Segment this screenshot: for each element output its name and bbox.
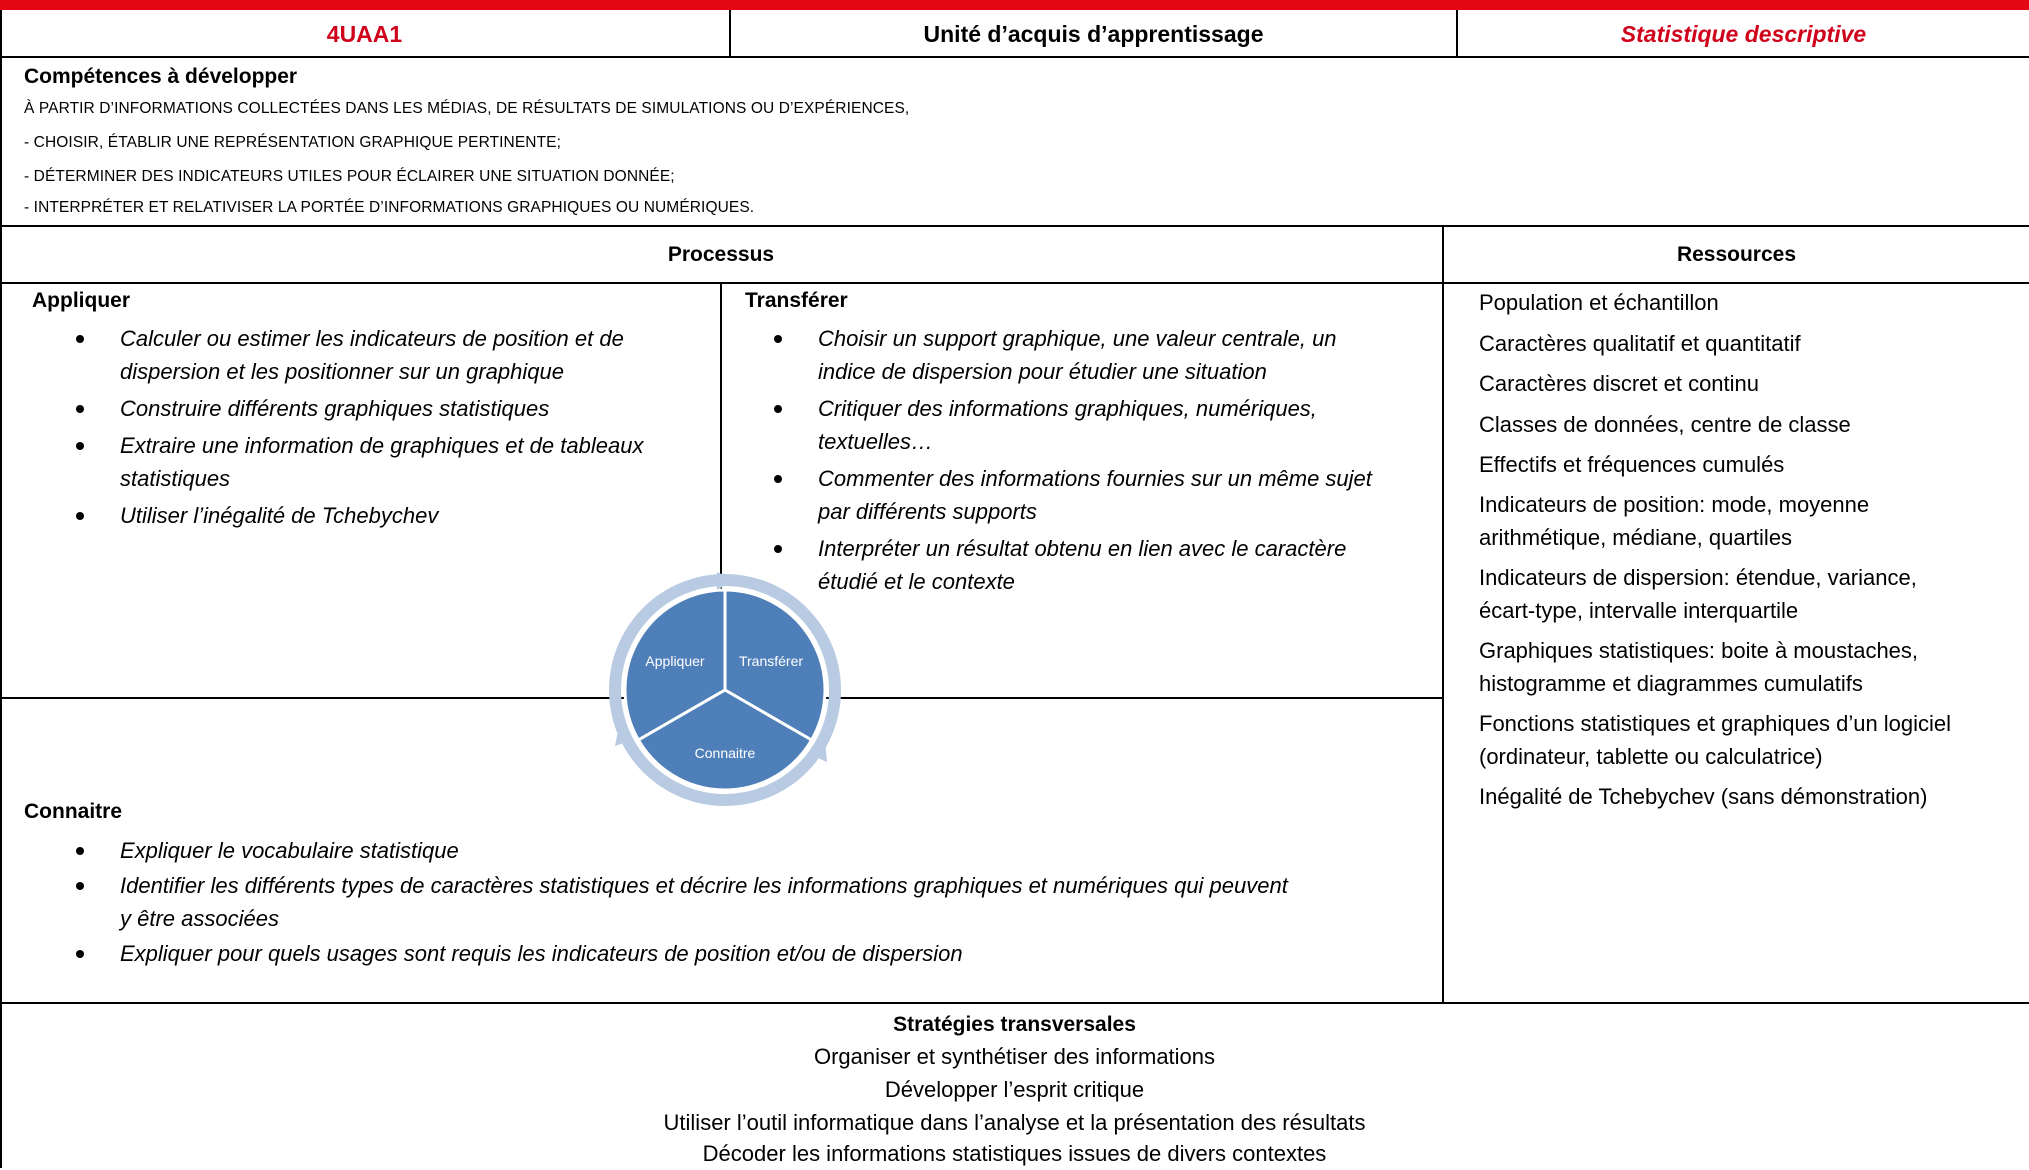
- uaa-code: 4UAA1: [326, 20, 403, 47]
- competence-line: À PARTIR D’INFORMATIONS COLLECTÉES DANS …: [24, 100, 910, 117]
- appliquer-title: Appliquer: [32, 289, 130, 312]
- transferer-title: Transférer: [745, 289, 848, 312]
- list-item: Critiquer des informations graphiques, n…: [774, 392, 1438, 458]
- competence-line: - DÉTERMINER DES INDICATEURS UTILES POUR…: [24, 168, 675, 185]
- ressource-item: Fonctions statistiques et graphiques d’u…: [1479, 711, 1952, 769]
- list-item: Construire différents graphiques statist…: [76, 392, 710, 425]
- list-item: Calculer ou estimer les indicateurs de p…: [76, 322, 710, 388]
- bullet-icon: [76, 847, 84, 855]
- ressources-title: Ressources: [1676, 243, 1797, 266]
- cycle-label-transferer: Transférer: [739, 653, 803, 669]
- strategy-line: Utiliser l’outil informatique dans l’ana…: [663, 1110, 1366, 1135]
- processus-title: Processus: [667, 243, 775, 266]
- strategies-title: Stratégies transversales: [893, 1013, 1136, 1036]
- cycle-label-connaitre: Connaitre: [695, 745, 756, 761]
- transferer-list: Choisir un support graphique, une valeur…: [774, 322, 1438, 598]
- bullet-icon: [76, 405, 84, 413]
- processus-ressources-divider: [1442, 225, 1444, 1004]
- bullet-icon: [76, 882, 84, 890]
- ressource-item: Classes de données, centre de classe: [1479, 412, 1851, 437]
- bullet-icon: [76, 442, 84, 450]
- ressource-item: Caractères discret et continu: [1479, 371, 1760, 396]
- list-item: Commenter des informations fournies sur …: [774, 462, 1438, 528]
- ressource-item: Indicateurs de dispersion: étendue, vari…: [1479, 565, 1917, 623]
- list-item: Extraire une information de graphiques e…: [76, 429, 710, 495]
- bullet-icon: [76, 335, 84, 343]
- header-bottom-rule: [0, 56, 2029, 58]
- bullet-icon: [774, 335, 782, 343]
- connaitre-list: Expliquer le vocabulaire statistique Ide…: [76, 834, 1430, 970]
- cycle-label-appliquer: Appliquer: [645, 653, 704, 669]
- header-divider-2: [1456, 10, 1458, 56]
- ressource-item: Inégalité de Tchebychev (sans démonstrat…: [1479, 784, 1928, 809]
- list-item: Utiliser l’inégalité de Tchebychev: [76, 499, 710, 532]
- table-border-left: [0, 10, 2, 1168]
- list-item: Expliquer pour quels usages sont requis …: [76, 937, 1430, 970]
- competence-line: - INTERPRÉTER ET RELATIVISER LA PORTÉE D…: [24, 199, 755, 216]
- bullet-icon: [774, 545, 782, 553]
- section-header-rule: [0, 282, 2029, 284]
- cycle-segment-transferer: [723, 588, 827, 743]
- list-item: Interpréter un résultat obtenu en lien a…: [774, 532, 1438, 598]
- ressource-item: Population et échantillon: [1479, 290, 1719, 315]
- cycle-segment-appliquer: [623, 588, 727, 743]
- cycle-segment-connaitre: [636, 688, 814, 792]
- list-item: Identifier les différents types de carac…: [76, 869, 1430, 935]
- competence-line: - CHOISIR, ÉTABLIR UNE REPRÉSENTATION GR…: [24, 134, 561, 151]
- connaitre-title: Connaitre: [24, 800, 123, 823]
- appliquer-transferer-divider: [720, 282, 722, 697]
- top-red-bar: [0, 0, 2029, 10]
- bullet-icon: [76, 950, 84, 958]
- cycle-arrow-icon: [809, 740, 827, 762]
- cycle-arrow-icon: [717, 572, 735, 590]
- bullet-icon: [774, 475, 782, 483]
- subject-title: Statistique descriptive: [1620, 20, 1867, 47]
- competences-title: Compétences à développer: [24, 65, 298, 88]
- header-divider-1: [729, 10, 731, 56]
- ressource-item: Effectifs et fréquences cumulés: [1479, 452, 1785, 477]
- appliquer-list: Calculer ou estimer les indicateurs de p…: [76, 322, 710, 532]
- ressource-item: Graphiques statistiques: boite à moustac…: [1479, 638, 1919, 696]
- unit-label: Unité d’acquis d’apprentissage: [923, 20, 1264, 47]
- cycle-arrow-icon: [615, 726, 633, 746]
- strategies-top-rule: [0, 1002, 2029, 1004]
- ressource-item: Caractères qualitatif et quantitatif: [1479, 331, 1801, 356]
- list-item: Choisir un support graphique, une valeur…: [774, 322, 1438, 388]
- strategy-line: Développer l’esprit critique: [884, 1077, 1145, 1102]
- strategy-line: Organiser et synthétiser des information…: [813, 1044, 1216, 1069]
- bullet-icon: [774, 405, 782, 413]
- strategy-line: Décoder les informations statistiques is…: [702, 1141, 1327, 1166]
- competences-bottom-rule: [0, 225, 2029, 227]
- bullet-icon: [76, 512, 84, 520]
- process-cycle-diagram: Appliquer Transférer Connaitre: [609, 572, 841, 806]
- list-item: Expliquer le vocabulaire statistique: [76, 834, 1430, 867]
